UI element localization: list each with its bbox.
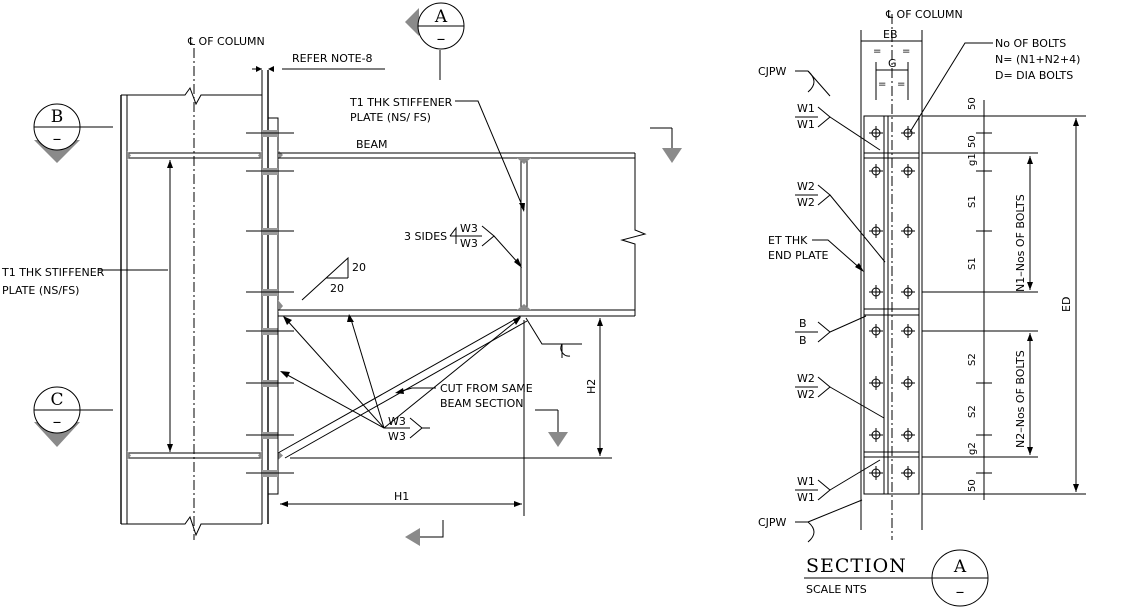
bolts-note-2: N= (N1+N2+4) [995, 53, 1080, 66]
scale-label: SCALE NTS [806, 583, 867, 596]
section-column-label: ℄ OF COLUMN [885, 8, 963, 21]
three-sides-leader [493, 235, 521, 266]
bottom-section-line [420, 520, 444, 538]
ed-label: ED [1060, 297, 1073, 312]
beam-label: BEAM [356, 138, 388, 151]
section-arrow-top [662, 148, 682, 163]
three-sides-weld [481, 225, 495, 247]
stiffener-left-line-b: PLATE (NS/FS) [2, 284, 79, 297]
section-bolts [869, 126, 915, 480]
cut-from-line-a: CUT FROM SAME [440, 382, 533, 395]
bolts-note-1: No OF BOLTS [995, 37, 1066, 50]
cut-from-line-b: BEAM SECTION [440, 397, 523, 410]
dim-s1a: S1 [967, 195, 978, 208]
section-bubble-a: A – [931, 549, 989, 607]
section-view: EB = = G = = ℄ OF COLUMN No OF BOLTS N= … [758, 8, 1086, 607]
beam-break [620, 153, 647, 316]
stiffener-top-leader [455, 100, 525, 211]
section-bubble-letter: A [953, 557, 967, 577]
et-plate-leader [812, 239, 863, 271]
section-bubble-sub: – [956, 582, 965, 602]
section-bar-2 [863, 308, 920, 316]
slope-side: 20 [330, 282, 344, 295]
bubble-c: C – [33, 386, 113, 447]
eb-eq-left: = [873, 46, 881, 57]
b-weld-a: B [799, 317, 807, 330]
elevation-view: A – B – C – ℄ OF COLUMN REFER NOTE-8 T1 … [1, 2, 682, 546]
stiffener-left-line-a: T1 THK STIFFENER [1, 266, 105, 279]
g-label: G [888, 57, 897, 70]
refer-note: REFER NOTE-8 [292, 52, 373, 65]
w1-bot-a: W1 [797, 475, 815, 488]
bubble-a-top: A – [405, 2, 465, 50]
cjpw-top: CJPW [758, 65, 787, 78]
dim-g2: g2 [967, 442, 978, 455]
n2-label: N2–Nos OF BOLTS [1014, 350, 1027, 448]
dim-50-bot: 50 [967, 479, 978, 492]
bubble-c-sub: – [53, 412, 62, 432]
weld-w3-bot: W3 [460, 237, 478, 250]
section-title: SECTION [806, 555, 907, 577]
w2-top-b: W2 [797, 196, 815, 209]
dim-h1: H1 [394, 490, 409, 503]
section-arrow-bottom [548, 432, 568, 447]
g-eq-right: = [897, 79, 905, 90]
dim-50-top: 50 [967, 97, 978, 110]
three-sides-tail [449, 226, 457, 244]
bolts-note-3: D= DIA BOLTS [995, 69, 1073, 82]
haunch-weld-leader [525, 317, 582, 345]
slope-triangle [301, 256, 349, 301]
dim-h2: H2 [585, 379, 598, 394]
w1-top-a: W1 [797, 102, 815, 115]
three-sides-label: 3 SIDES [404, 230, 447, 243]
stiffener-welds [127, 150, 283, 460]
dim-g1: g1 [967, 153, 978, 166]
w1-bot-b: W1 [797, 491, 815, 504]
stiffener-top-line-b: PLATE (NS/ FS) [350, 111, 431, 124]
w1-top-b: W1 [797, 118, 815, 131]
cjpw-bottom-symbol [807, 521, 815, 543]
bubble-b-sub: – [53, 129, 62, 149]
weld-w3-top: W3 [460, 222, 478, 235]
stiffener-weld-top [517, 158, 531, 164]
et-plate-b: END PLATE [768, 249, 829, 262]
bubble-a-letter: A [434, 7, 448, 27]
column-break-top [121, 86, 262, 106]
dim-50-second: 50 [967, 135, 978, 148]
b-weld-b: B [799, 334, 807, 347]
bubble-c-letter: C [50, 390, 63, 410]
end-plate-bolts [246, 130, 294, 477]
w3-multi-leader [280, 314, 521, 439]
bubble-a-sub: – [437, 29, 446, 49]
bolts-note-leader [909, 42, 993, 133]
stiffener-top-line-a: T1 THK STIFFENER [349, 96, 453, 109]
bubble-b-letter: B [51, 107, 64, 127]
slope-top: 20 [352, 261, 366, 274]
cjpw-bottom: CJPW [758, 516, 787, 529]
dim-s2a: S2 [967, 353, 978, 366]
eb-eq-right: = [902, 46, 910, 57]
bubble-b: B – [33, 103, 113, 163]
section-end-plate [863, 115, 920, 495]
dim-s1b: S1 [967, 257, 978, 270]
section-bar-1 [863, 152, 920, 159]
n1-label: N1–Nos OF BOLTS [1014, 194, 1027, 292]
w2-bot-b: W2 [797, 388, 815, 401]
weld2-w3-bot: W3 [388, 430, 406, 443]
et-plate-a: ET THK [768, 234, 808, 247]
w2-bot-a: W2 [797, 372, 815, 385]
section-bar-3 [863, 451, 920, 458]
column-break-bottom [121, 515, 262, 537]
column-label: ℄ OF COLUMN [187, 35, 265, 48]
haunch-flange-1 [277, 315, 522, 454]
dim-s2b: S2 [967, 405, 978, 418]
w2-top-a: W2 [797, 180, 815, 193]
g-eq-left: = [878, 79, 886, 90]
stiffener-weld-bottom [517, 304, 531, 310]
weld2-w3-top: W3 [388, 415, 406, 428]
bottom-section-arrow [405, 528, 420, 546]
eb-label: EB [883, 28, 898, 41]
